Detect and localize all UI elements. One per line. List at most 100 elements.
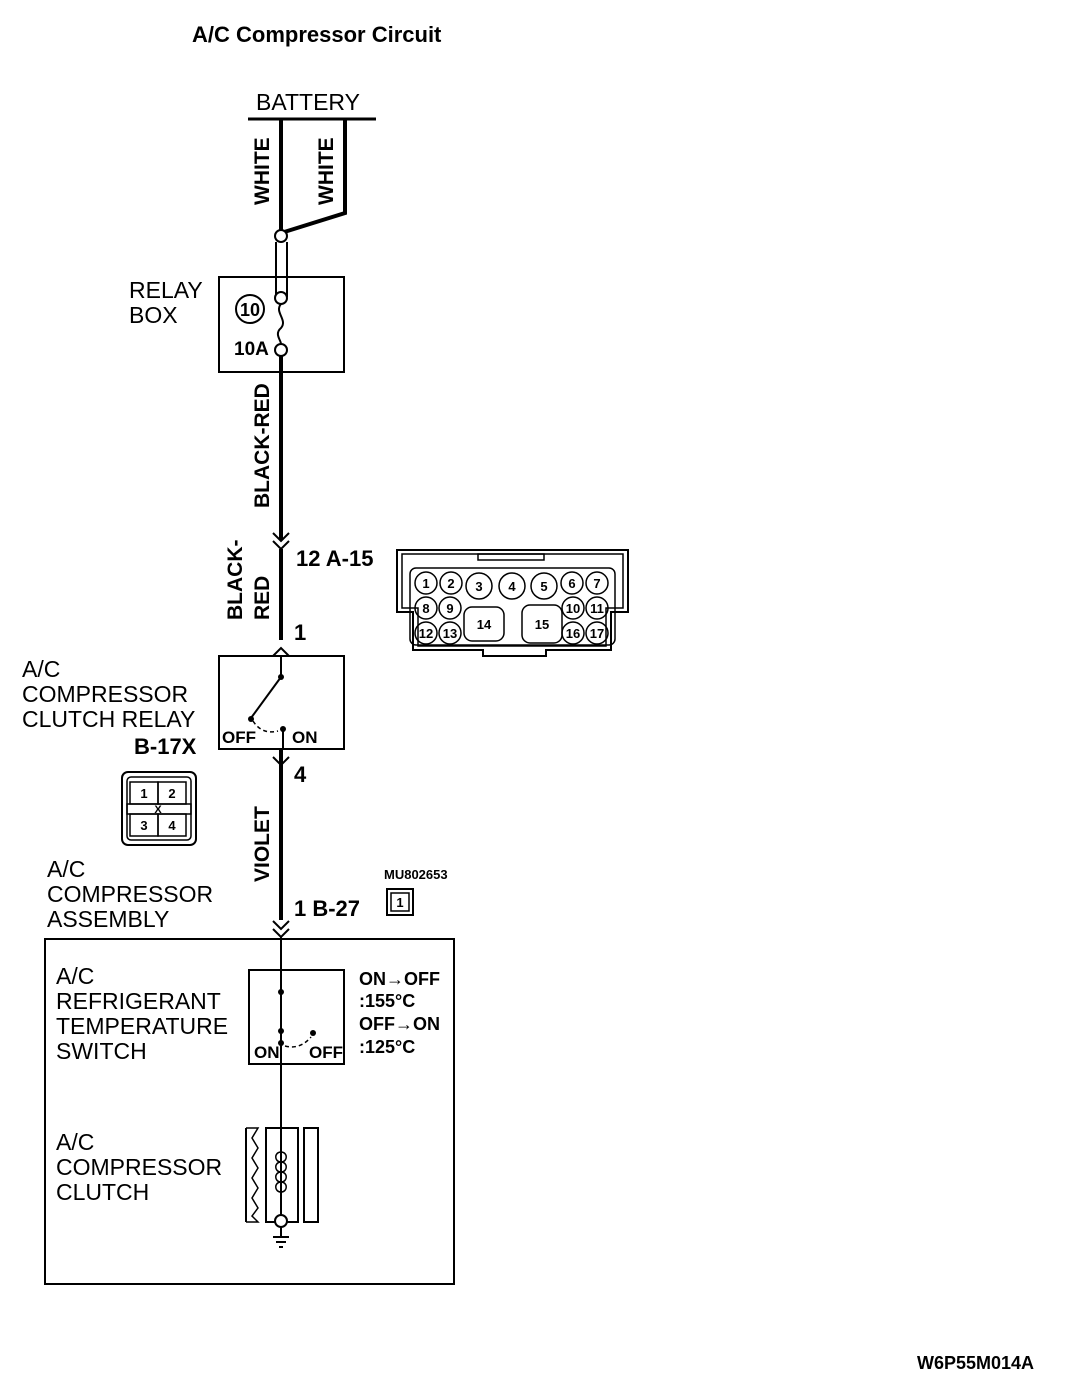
- a15-pin-17-outline: [585, 621, 609, 645]
- black-red-split-label-1: BLACK-: [224, 540, 247, 620]
- relay-pin-4: 4: [294, 762, 307, 787]
- relay-pin-1-symbol: [272, 646, 290, 657]
- fuse-terminal-bottom: [274, 343, 288, 357]
- black-red-split-label-2: RED: [251, 576, 274, 620]
- clutch-relay-label-1: A/C: [22, 656, 60, 682]
- temp-note-4: :125°C: [359, 1037, 415, 1057]
- a15-pin-6: 6: [568, 576, 575, 591]
- a15-pin-6-outline: [560, 571, 584, 595]
- temp-switch-off-contact: [310, 1030, 316, 1036]
- fuse-number-circle: [235, 294, 265, 324]
- clutch-relay-label-3: CLUTCH RELAY: [22, 706, 195, 732]
- a15-pin-1: 1: [422, 576, 429, 591]
- a15-pin-10-outline: [561, 596, 585, 620]
- a15-pin-15: 15: [535, 617, 549, 632]
- clutch-relay-label-2: COMPRESSOR: [22, 681, 188, 707]
- relay-actuation-line: [252, 720, 279, 733]
- fuse-terminal-top: [274, 291, 288, 305]
- connector-b27-label: 1 B-27: [294, 896, 360, 921]
- temp-switch-on-contact: [278, 1040, 284, 1046]
- relay-off-contact: [248, 716, 254, 722]
- temp-switch-box: [248, 969, 345, 1065]
- temp-switch-label-2: REFRIGERANT: [56, 988, 221, 1014]
- a15-pin-11-outline: [585, 596, 609, 620]
- temp-switch-off-label: OFF: [309, 1043, 343, 1062]
- temp-switch-label-4: SWITCH: [56, 1038, 147, 1064]
- a15-pin-12-outline: [414, 621, 438, 645]
- a15-pin-17: 17: [590, 626, 604, 641]
- temp-switch-label-3: TEMPERATURE: [56, 1013, 228, 1039]
- relay-box-label-2: BOX: [129, 302, 178, 328]
- a15-pin-14-outline: [463, 606, 505, 642]
- a15-pin-9-outline: [438, 596, 462, 620]
- a15-pin-9: 9: [446, 601, 453, 616]
- relay-on-label: ON: [292, 728, 318, 747]
- a15-pin-4-outline: [498, 572, 526, 600]
- a15-pin-3: 3: [475, 579, 482, 594]
- a15-pin-3-outline: [465, 572, 493, 600]
- a15-pin-5: 5: [540, 579, 547, 594]
- connector-b17x-label: B-17X: [134, 734, 197, 759]
- temp-note-3: OFF→ON: [359, 1014, 440, 1034]
- connector-part-number: MU802653: [384, 867, 448, 882]
- a15-pin-14: 14: [477, 617, 492, 632]
- a15-pin-11: 11: [590, 601, 604, 616]
- relay-switch-arm: [250, 676, 282, 719]
- a15-pin-1-outline: [414, 571, 438, 595]
- battery-label: BATTERY: [256, 89, 360, 115]
- b17x-pin-3: 3: [140, 818, 147, 833]
- clutch-label-1: A/C: [56, 1129, 94, 1155]
- clutch-label-2: COMPRESSOR: [56, 1154, 222, 1180]
- a15-pin-8: 8: [422, 601, 429, 616]
- connector-b27-face-inner: [390, 892, 410, 912]
- compressor-assembly-box: [44, 938, 455, 1285]
- violet-wire-label: VIOLET: [251, 806, 274, 882]
- relay-pin-1: 1: [294, 620, 306, 645]
- a15-pin-2: 2: [447, 576, 454, 591]
- white-wire-label-1: WHITE: [251, 137, 274, 205]
- temp-note-1: ON→OFF: [359, 969, 440, 989]
- a15-pin-13-outline: [438, 621, 462, 645]
- connector-a15-label: 12 A-15: [296, 546, 373, 571]
- junction-point: [274, 229, 288, 243]
- relay-box-label-1: RELAY: [129, 277, 203, 303]
- a15-pin-8-outline: [414, 596, 438, 620]
- assembly-label-1: A/C: [47, 856, 85, 882]
- white-wire-label-2: WHITE: [315, 137, 338, 205]
- a15-pin-10: 10: [566, 601, 580, 616]
- a15-pin-13: 13: [443, 626, 457, 641]
- b17x-cross-mark: X: [154, 804, 162, 816]
- b17x-pin-2: 2: [168, 786, 175, 801]
- temp-switch-mid-contact: [278, 1028, 284, 1034]
- fuse-number: 10: [240, 300, 260, 320]
- relay-off-label: OFF: [222, 728, 256, 747]
- connector-b17x-face: 1 2 3 4 X: [121, 771, 197, 846]
- b17x-pin-1: 1: [140, 786, 147, 801]
- white-wire-2: [280, 119, 347, 235]
- clutch-ground-terminal: [274, 1214, 288, 1228]
- a15-pin-12: 12: [419, 626, 433, 641]
- temp-switch-on-label: ON: [254, 1043, 280, 1062]
- a15-pin-2-outline: [439, 571, 463, 595]
- a15-pin-4: 4: [508, 579, 516, 594]
- connector-b27-pin: 1: [396, 895, 403, 910]
- connector-b27-symbol: [272, 920, 290, 939]
- assembly-label-3: ASSEMBLY: [47, 906, 169, 932]
- black-red-label: BLACK-RED: [251, 383, 274, 508]
- a15-pin-15-outline: [521, 604, 563, 644]
- a15-pin-16: 16: [566, 626, 580, 641]
- figure-code: W6P55M014A: [917, 1353, 1034, 1373]
- temp-switch-top-contact: [278, 989, 284, 995]
- fuse-element: [276, 303, 284, 345]
- assembly-label-2: COMPRESSOR: [47, 881, 213, 907]
- b17x-pin-4: 4: [168, 818, 176, 833]
- clutch-symbol: [245, 1127, 319, 1223]
- temp-switch-actuation-line: [284, 1036, 312, 1048]
- clutch-label-3: CLUTCH: [56, 1179, 149, 1205]
- a15-pin-7-outline: [585, 571, 609, 595]
- a15-pin-7: 7: [593, 576, 600, 591]
- temp-switch-label-1: A/C: [56, 963, 94, 989]
